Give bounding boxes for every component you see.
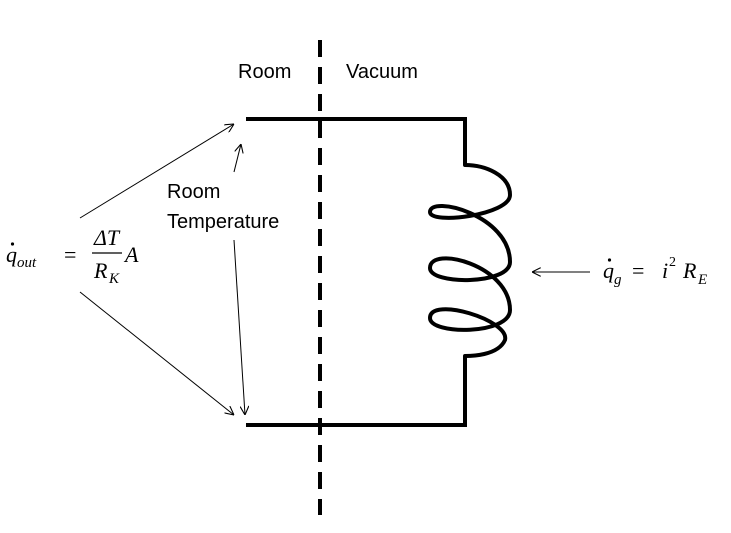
heat-generated-symbol: q — [603, 258, 614, 283]
heat-flow-arrow-lower — [79, 291, 234, 415]
heater-coil — [428, 163, 512, 358]
heat-generated-equals: = — [632, 258, 644, 283]
heat-out-numerator: ΔT — [93, 225, 121, 250]
heat-generated-subscript: g — [614, 272, 622, 288]
room-label: Room — [238, 61, 291, 83]
heat-generated-resistance: R — [682, 258, 697, 283]
heat-out-area: A — [123, 242, 139, 267]
room-temperature-label-line1: Room — [167, 181, 220, 203]
heat-out-subscript: out — [17, 255, 37, 271]
heat-out-denominator-subscript: K — [108, 271, 120, 287]
heat-generated-exponent: 2 — [669, 255, 676, 270]
circuit-wire — [246, 117, 467, 427]
heat-out-equation: q out = ΔT R K A — [6, 225, 139, 287]
heat-out-dot — [10, 242, 15, 246]
room-temperature-label-line2: Temperature — [167, 211, 279, 233]
heat-generated-dot — [607, 258, 612, 262]
room-temperature-arrow-upper — [233, 144, 241, 173]
heat-out-denominator: R — [93, 258, 108, 283]
vacuum-label: Vacuum — [346, 61, 418, 83]
room-temperature-arrow-lower — [233, 239, 245, 415]
heat-generated-equation: q g = i 2 R E — [603, 255, 707, 288]
heat-flow-arrow-upper — [79, 124, 234, 219]
heat-generated-resistance-subscript: E — [697, 272, 707, 288]
heat-generated-current: i — [662, 258, 668, 283]
heat-out-equals: = — [64, 242, 76, 267]
heat-out-symbol: q — [6, 242, 17, 267]
